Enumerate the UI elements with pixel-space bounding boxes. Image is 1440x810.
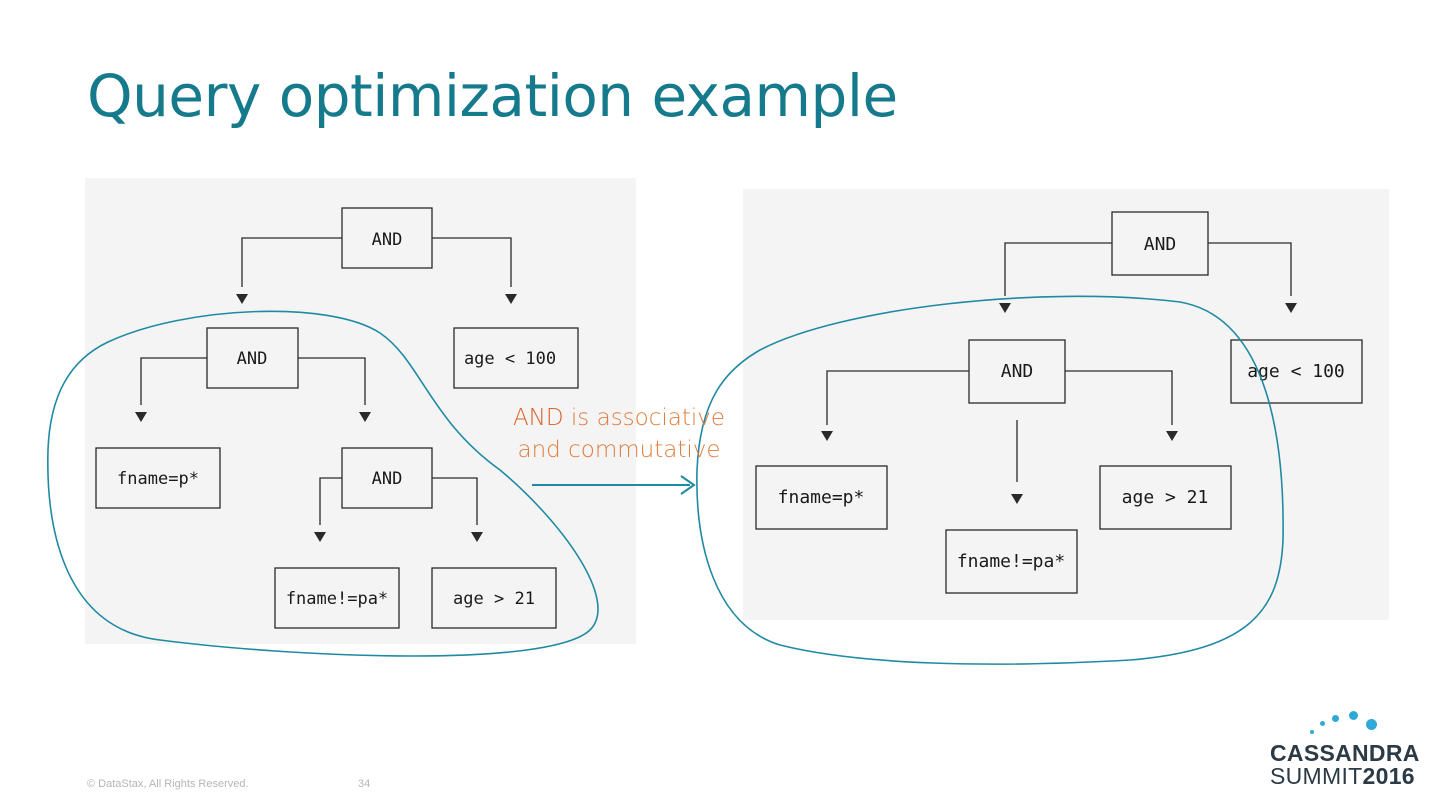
- logo-year: 2016: [1362, 763, 1415, 789]
- left-leaf-fname: fname=p*: [95, 447, 221, 509]
- note-line-1: AND is associative: [503, 402, 735, 434]
- logo-summit-word: SUMMIT: [1270, 763, 1363, 789]
- left-leaf-fname-not-label: fname!=pa*: [286, 589, 388, 609]
- left-group-outline: [47, 310, 599, 657]
- right-leaf-fname: fname=p*: [755, 465, 888, 530]
- right-root-label: AND: [1144, 234, 1177, 255]
- right-leaf-fname-not: fname!=pa*: [945, 529, 1078, 594]
- associativity-note: AND is associative and commutative: [503, 402, 735, 466]
- logo-dot: [1310, 730, 1314, 734]
- slide-title: Query optimization example: [87, 62, 898, 130]
- note-line-2: and commutative: [517, 437, 721, 463]
- right-panel: [743, 189, 1389, 620]
- note-keyword: AND: [512, 405, 564, 431]
- right-leaf-fname-label: fname=p*: [778, 487, 865, 508]
- note-line-1-rest: is associative: [563, 405, 726, 431]
- right-root-node: AND: [1111, 211, 1209, 276]
- right-tree: AND age < 100 AND fname=p* age > 2: [696, 211, 1363, 665]
- left-deep-and-node: AND: [341, 447, 433, 509]
- cassandra-summit-logo: CASSANDRA SUMMIT2016: [1262, 705, 1422, 790]
- left-leaf-fname-not: fname!=pa*: [274, 567, 400, 629]
- left-panel: [85, 178, 636, 644]
- left-tree: AND age < 100 AND fname=p* AND: [47, 207, 599, 657]
- left-leaf-fname-label: fname=p*: [117, 469, 199, 489]
- left-leaf-age-lt: age < 100: [453, 327, 579, 389]
- left-leaf-age-gt-label: age > 21: [453, 589, 535, 609]
- left-inner-and-node: AND: [206, 327, 299, 389]
- logo-summit: SUMMIT2016: [1270, 763, 1415, 790]
- transform-arrow: [532, 475, 696, 495]
- logo-dot: [1320, 721, 1325, 726]
- footer-copyright: © DataStax, All Rights Reserved.: [87, 778, 249, 790]
- right-inner-and-node: AND: [968, 339, 1066, 404]
- page-number: 34: [358, 778, 371, 790]
- right-group-outline: [696, 295, 1284, 665]
- left-deep-and-label: AND: [372, 469, 403, 489]
- left-root-node: AND: [341, 207, 433, 269]
- logo-dot: [1366, 719, 1377, 730]
- left-leaf-age-lt-label: age < 100: [464, 349, 556, 369]
- left-inner-and-label: AND: [237, 349, 268, 369]
- right-leaf-age-lt: age < 100: [1230, 339, 1363, 404]
- right-leaf-age-gt-label: age > 21: [1122, 487, 1209, 508]
- logo-dot: [1349, 711, 1358, 720]
- left-leaf-age-gt: age > 21: [431, 567, 557, 629]
- right-leaf-age-gt: age > 21: [1099, 465, 1232, 530]
- right-leaf-fname-not-label: fname!=pa*: [957, 551, 1065, 572]
- right-leaf-age-lt-label: age < 100: [1247, 361, 1345, 382]
- right-inner-and-label: AND: [1001, 361, 1034, 382]
- left-root-label: AND: [372, 230, 403, 250]
- logo-dot: [1332, 715, 1339, 722]
- logo-cassandra: CASSANDRA: [1270, 740, 1420, 766]
